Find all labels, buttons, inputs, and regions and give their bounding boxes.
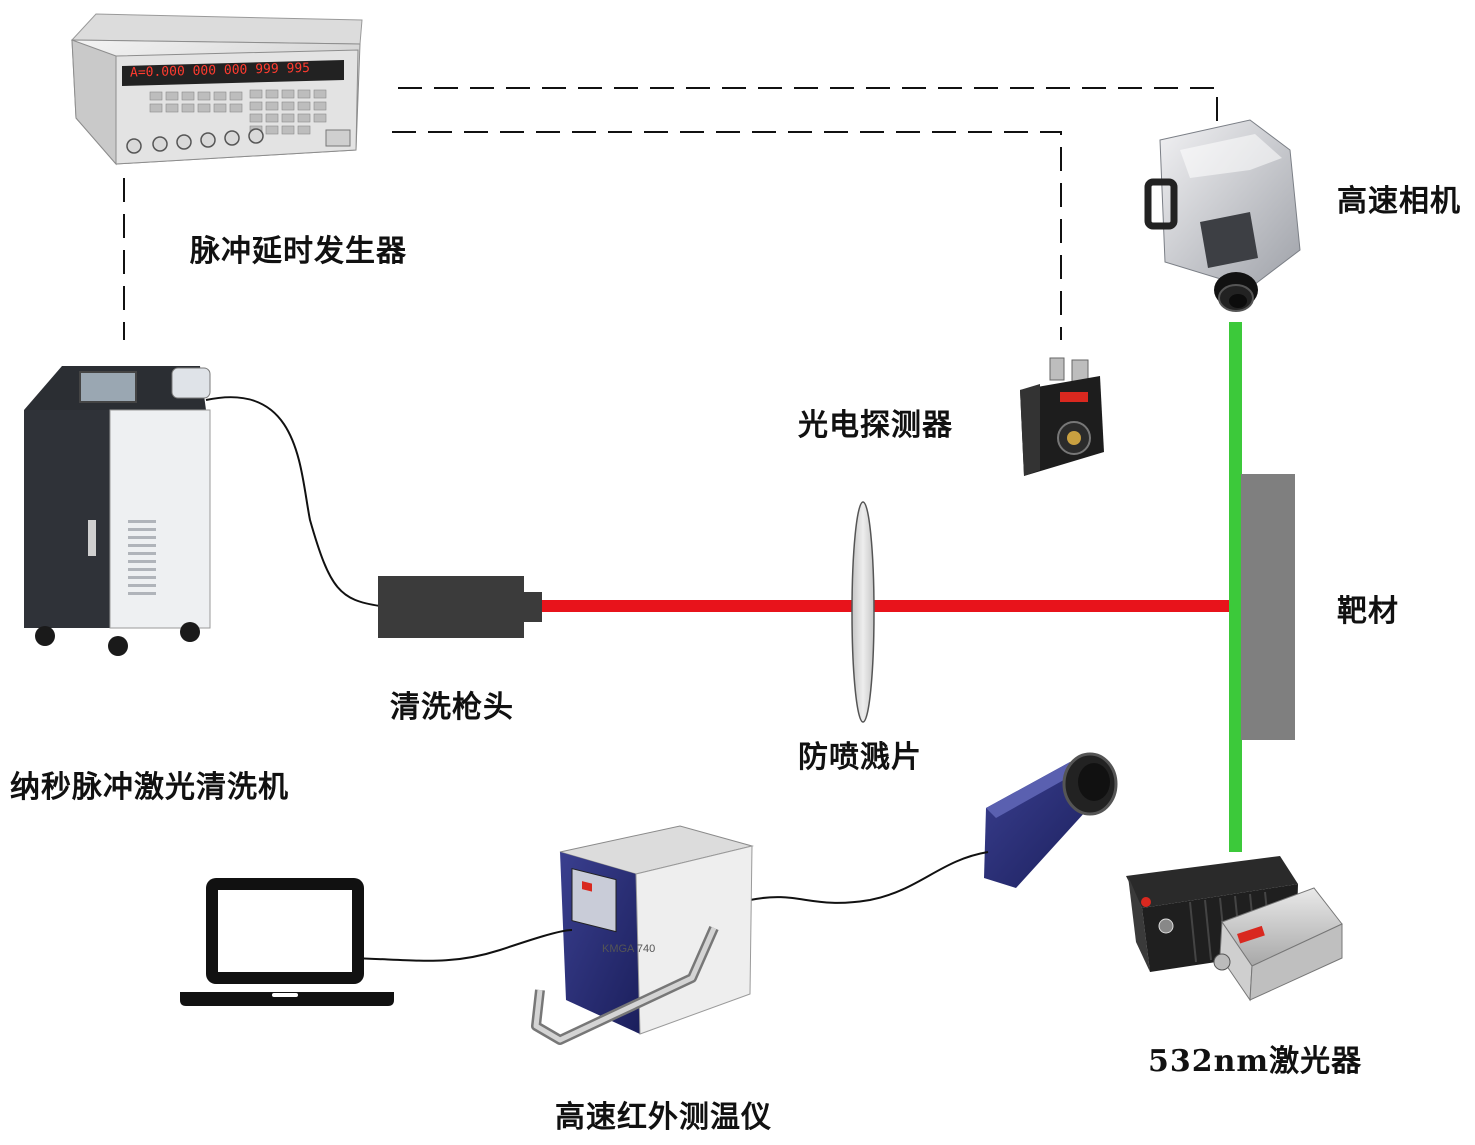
laser-cleaning-machine-image: [24, 366, 211, 656]
generator-keypad: [149, 89, 327, 135]
generator-bnc-connectors: [126, 128, 264, 154]
generator-display-readout: A=0.000 000 000 999 995: [130, 61, 310, 81]
fiber-cable-to-gun: [205, 396, 381, 607]
label-target: 靶材: [1337, 594, 1399, 629]
laser-532nm-image: [1126, 856, 1343, 1002]
cable-pyrometer-to-sensor: [749, 851, 989, 904]
photodetector-image: [1020, 357, 1104, 476]
dashed-line-to-camera: [398, 87, 1218, 122]
cleaning-gun-head-image: [378, 576, 542, 638]
label-anti-spatter-shield: 防喷溅片: [798, 740, 922, 775]
ir-pyrometer-unit-image: KMGA 740: [531, 825, 754, 1045]
red-laser-beam: [542, 600, 1232, 612]
laptop-icon: [180, 878, 394, 1006]
high-speed-camera-image: [1144, 119, 1301, 312]
green-probe-beam: [1229, 322, 1242, 852]
label-ns-laser-cleaner: 纳秒脉冲激光清洗机: [10, 770, 289, 805]
cable-laptop-to-pyrometer: [349, 929, 573, 962]
pyrometer-model-text: KMGA 740: [602, 943, 655, 955]
dashed-line-to-photodetector: [392, 131, 1062, 340]
label-cleaning-gun-head: 清洗枪头: [390, 690, 514, 725]
pulse-delay-generator-image: A=0.000 000 000 999 995: [70, 13, 363, 166]
label-high-speed-camera: 高速相机: [1337, 184, 1461, 219]
target-plate: [1241, 474, 1295, 740]
cleaner-vent-slots: [128, 520, 156, 595]
label-photodetector: 光电探测器: [798, 408, 953, 443]
label-ir-pyrometer: 高速红外测温仪: [555, 1100, 772, 1135]
ir-sensor-head-image: [984, 752, 1118, 888]
label-pulse-delay-generator: 脉冲延时发生器: [190, 234, 407, 269]
trigger-signal-lines: [123, 87, 1218, 340]
anti-spatter-shield-lens: [851, 501, 875, 723]
label-532nm-laser: 532nm激光器: [1148, 1044, 1363, 1079]
